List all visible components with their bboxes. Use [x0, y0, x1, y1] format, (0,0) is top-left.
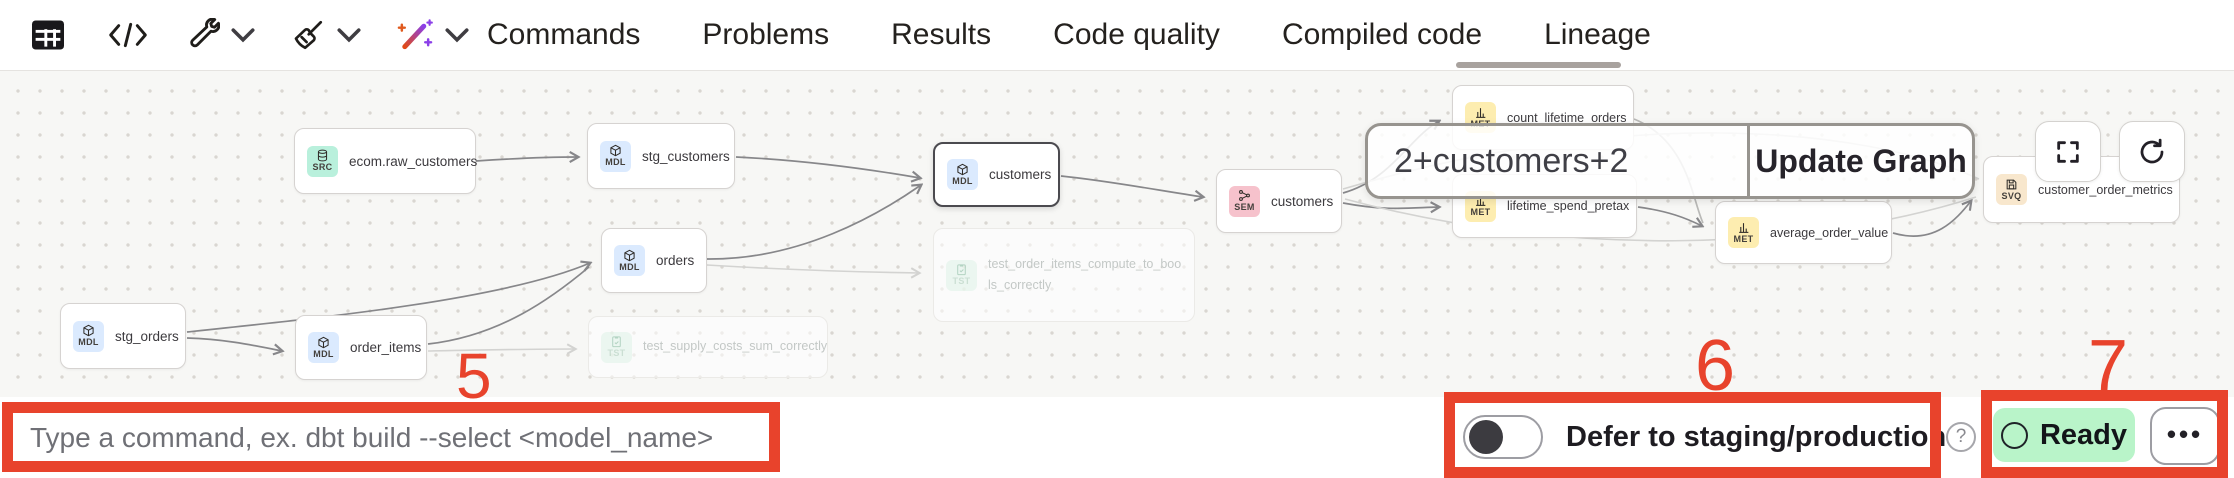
node-label: test_order_items_compute_to_bools_correc…	[988, 256, 1182, 292]
node-label: orders	[656, 253, 695, 268]
editor-toolbar	[0, 0, 470, 70]
lineage-node-model-order-items[interactable]: MDL order_items	[295, 315, 427, 380]
model-badge: MDL	[73, 320, 104, 352]
clipboard-check-icon	[612, 336, 621, 348]
lineage-node-model-stg-orders[interactable]: MDL stg_orders	[60, 303, 186, 369]
semantic-badge: SEM	[1229, 185, 1260, 217]
saved-query-badge: SVQ	[1996, 174, 2027, 205]
lineage-selector-input[interactable]: 2+customers+2	[1368, 126, 1750, 196]
tab-results[interactable]: Results	[891, 18, 992, 51]
command-placeholder: Type a command, ex. dbt build --select <…	[30, 421, 714, 453]
chevron-down-icon[interactable]	[444, 26, 470, 44]
node-label: test_supply_costs_sum_correctly	[643, 339, 828, 354]
lineage-canvas[interactable]: SRC ecom.raw_customers MDL stg_customers…	[0, 70, 2234, 398]
defer-toggle-label: Defer to staging/production	[1566, 421, 1947, 453]
bar-chart-icon	[1476, 107, 1486, 118]
save-icon	[2006, 179, 2017, 190]
magic-wand-icon[interactable]	[396, 17, 434, 53]
tab-lineage[interactable]: Lineage	[1544, 18, 1651, 51]
cube-icon	[83, 325, 94, 337]
node-label: customers	[1271, 193, 1334, 209]
refresh-button[interactable]	[2119, 121, 2185, 182]
model-badge: MDL	[947, 159, 978, 190]
status-circle-icon	[2000, 421, 2028, 449]
lineage-node-semantic-customers[interactable]: SEM customers	[1216, 169, 1342, 233]
node-label: average_order_value	[1770, 225, 1889, 240]
node-label: stg_orders	[115, 328, 179, 344]
tab-problems[interactable]: Problems	[702, 18, 830, 51]
semantic-graph-icon	[1239, 190, 1250, 202]
lineage-node-model-stg-customers[interactable]: MDL stg_customers	[587, 123, 735, 189]
chevron-down-icon[interactable]	[336, 26, 362, 44]
defer-toggle[interactable]	[1463, 415, 1543, 459]
model-badge: MDL	[614, 245, 645, 276]
table-icon[interactable]	[30, 19, 66, 51]
fullscreen-button[interactable]	[2035, 121, 2101, 182]
bar-chart-icon	[1739, 222, 1749, 233]
lineage-node-metric-average-order-value[interactable]: MET average_order_value	[1715, 201, 1892, 264]
node-label: lifetime_spend_pretax	[1507, 199, 1630, 213]
help-icon[interactable]: ?	[1946, 422, 1976, 452]
node-label: stg_customers	[642, 148, 730, 164]
model-badge: MDL	[600, 140, 631, 172]
tab-commands[interactable]: Commands	[487, 18, 641, 51]
code-icon[interactable]	[108, 20, 148, 50]
node-label: customers	[989, 167, 1052, 182]
node-label: customer_order_metrics	[2038, 182, 2173, 197]
lineage-node-test-supply-costs-sum[interactable]: TST test_supply_costs_sum_correctly	[588, 316, 828, 378]
top-bar: Commands Problems Results Code quality C…	[0, 0, 2234, 70]
command-bar: Type a command, ex. dbt build --select <…	[0, 397, 2234, 478]
active-tab-indicator	[1456, 62, 1621, 68]
update-graph-button[interactable]: Update Graph	[1755, 142, 1967, 179]
tab-compiled-code[interactable]: Compiled code	[1281, 18, 1483, 51]
command-input[interactable]: Type a command, ex. dbt build --select <…	[30, 397, 1410, 478]
lineage-node-model-orders[interactable]: MDL orders	[601, 228, 707, 293]
model-badge: MDL	[308, 332, 339, 363]
chevron-down-icon[interactable]	[230, 26, 256, 44]
database-icon	[317, 149, 328, 162]
cube-icon	[624, 249, 635, 262]
lineage-node-model-customers-selected[interactable]: MDL customers	[933, 142, 1060, 207]
test-badge: TST	[601, 331, 632, 363]
source-badge: SRC	[307, 145, 338, 177]
node-label: ecom.raw_customers	[349, 153, 478, 169]
ready-status-button[interactable]: Ready	[1993, 408, 2135, 462]
wrench-icon[interactable]	[186, 18, 220, 52]
more-options-button[interactable]: •••	[2150, 407, 2220, 465]
clipboard-check-icon	[957, 264, 966, 276]
cube-icon	[610, 145, 621, 157]
ready-label: Ready	[2039, 418, 2128, 451]
fullscreen-icon	[2057, 140, 2079, 163]
cube-icon	[957, 163, 968, 176]
broom-icon[interactable]	[290, 18, 326, 52]
node-label: count_lifetime_orders	[1507, 110, 1627, 125]
lineage-node-test-order-items-compute-to-bools[interactable]: TST test_order_items_compute_to_bools_co…	[933, 228, 1195, 322]
node-label: order_items	[350, 340, 422, 355]
tab-code-quality[interactable]: Code quality	[1053, 18, 1220, 51]
lineage-node-source-ecom-raw-customers[interactable]: SRC ecom.raw_customers	[294, 128, 478, 194]
toggle-knob	[1469, 420, 1503, 454]
lineage-selector-overlay: 2+customers+2 Update Graph	[1365, 123, 1975, 199]
cube-icon	[318, 336, 329, 349]
metric-badge: MET	[1728, 217, 1759, 248]
panel-tabs: Commands Problems Results Code quality C…	[487, 0, 1651, 70]
refresh-icon	[2140, 138, 2164, 163]
test-badge: TST	[946, 259, 977, 291]
